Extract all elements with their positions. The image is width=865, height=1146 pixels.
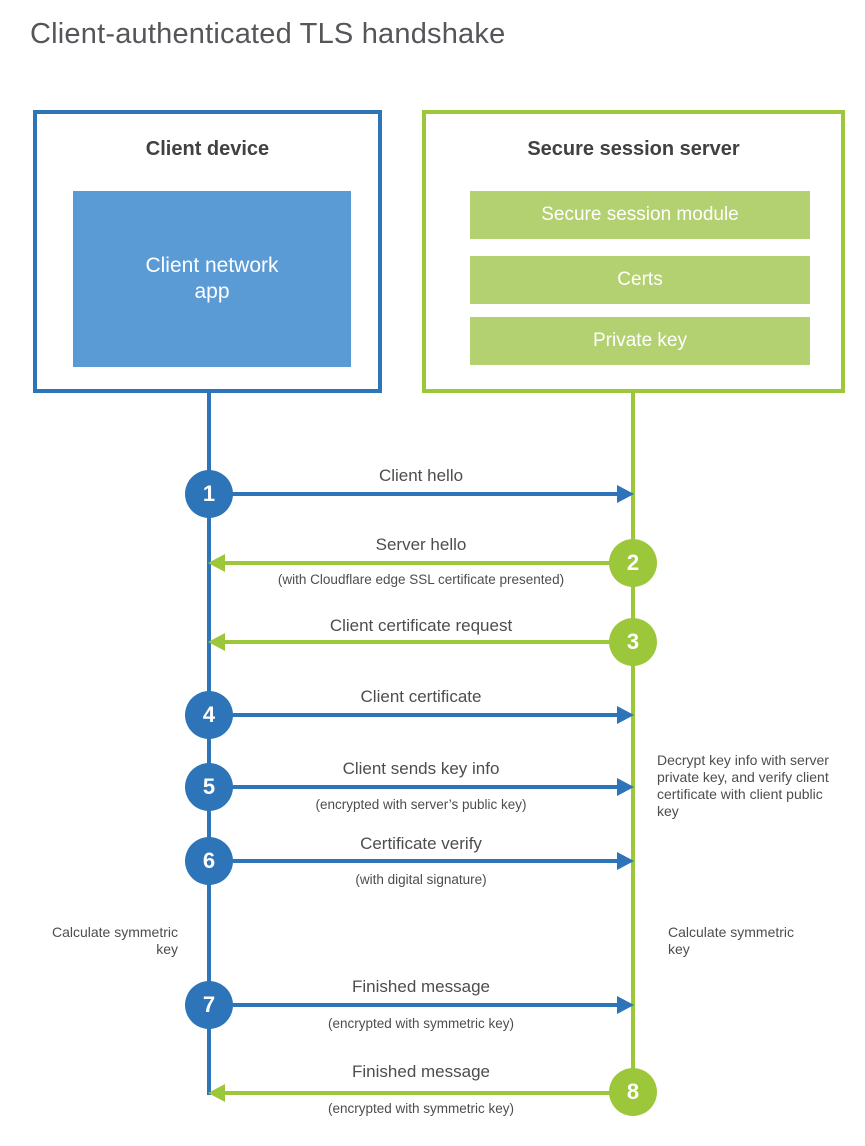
step-8-arrowhead-icon — [208, 1084, 225, 1102]
step-1-badge: 1 — [185, 470, 233, 518]
client-device-title: Client device — [145, 138, 270, 160]
server-private-key-bar: Private key — [470, 317, 810, 365]
client-network-app-box: Client network app — [73, 191, 351, 367]
step-1-label: Client hello — [378, 466, 464, 485]
step-4-badge: 4 — [185, 691, 233, 739]
step-7-arrow-line — [231, 1003, 618, 1007]
step-8-label: Finished message — [352, 1062, 490, 1081]
step-2-arrowhead-icon — [208, 554, 225, 572]
step-1-arrow-line — [231, 492, 618, 496]
step-7-subtext: (encrypted with symmetric key) — [327, 1016, 515, 1031]
client-device-box: Client device Client network app — [33, 110, 382, 393]
step-5-arrowhead-icon — [617, 778, 634, 796]
server-certs-bar: Certs — [470, 256, 810, 304]
step-4-label: Client certificate — [360, 687, 482, 706]
server-module-bar: Secure session module — [470, 191, 810, 239]
note-calculate-symmetric-key-client: Calculate symmetric key — [51, 924, 178, 957]
client-network-app-label: Client network app — [145, 253, 279, 303]
step-1-arrowhead-icon — [617, 485, 634, 503]
step-5-arrow-line — [231, 785, 618, 789]
step-2-subtext: (with Cloudflare edge SSL certificate pr… — [277, 572, 565, 587]
step-3-badge: 3 — [609, 618, 657, 666]
step-8-badge: 8 — [609, 1068, 657, 1116]
secure-session-server-box: Secure session server Secure session mod… — [422, 110, 845, 393]
step-7-badge: 7 — [185, 981, 233, 1029]
step-6-arrowhead-icon — [617, 852, 634, 870]
step-5-label: Client sends key info — [342, 759, 500, 778]
step-6-label: Certificate verify — [360, 834, 482, 853]
step-7-arrowhead-icon — [617, 996, 634, 1014]
step-6-arrow-line — [231, 859, 618, 863]
step-2-label: Server hello — [375, 535, 467, 554]
server-lifeline — [631, 391, 635, 1093]
step-5-badge: 5 — [185, 763, 233, 811]
step-4-arrow-line — [231, 713, 618, 717]
client-lifeline — [207, 391, 211, 1095]
step-4-arrowhead-icon — [617, 706, 634, 724]
step-3-arrow-line — [225, 640, 611, 644]
step-3-arrowhead-icon — [208, 633, 225, 651]
step-6-badge: 6 — [185, 837, 233, 885]
note-decrypt-key-info: Decrypt key info with server private key… — [657, 752, 829, 819]
secure-session-server-title: Secure session server — [527, 138, 740, 160]
step-8-arrow-line — [225, 1091, 611, 1095]
step-8-subtext: (encrypted with symmetric key) — [327, 1101, 515, 1116]
step-6-subtext: (with digital signature) — [355, 872, 487, 887]
step-5-subtext: (encrypted with server’s public key) — [315, 797, 527, 812]
note-calculate-symmetric-key-server: Calculate symmetric key — [668, 924, 795, 957]
step-3-label: Client certificate request — [329, 616, 513, 635]
step-7-label: Finished message — [352, 977, 490, 996]
step-2-arrow-line — [225, 561, 611, 565]
step-2-badge: 2 — [609, 539, 657, 587]
page-title: Client-authenticated TLS handshake — [30, 18, 506, 50]
